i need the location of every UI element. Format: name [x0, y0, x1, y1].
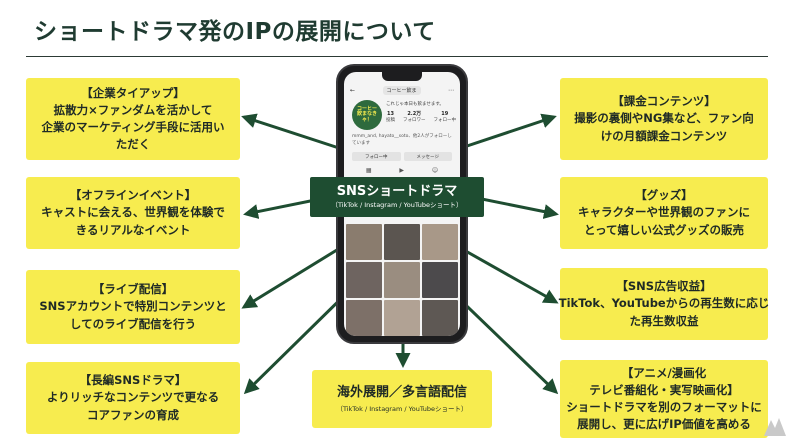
- sns-short-drama-label: SNSショートドラマ （TikTok / Instagram / YouTube…: [310, 177, 484, 217]
- post-thumbnail[interactable]: [346, 300, 382, 336]
- grid-tab-icon[interactable]: ▦: [365, 166, 372, 174]
- box-anime-manga: 【アニメ/漫画化 テレビ番組化・実写映画化】 ショートドラマを別のフォーマットに…: [560, 360, 768, 438]
- account-logo: コーヒー 飲まなき ゃ！: [352, 100, 382, 130]
- profile-tagline: これじゃ本日も飲ませます。: [386, 102, 444, 107]
- arrow-to-tieup: [241, 113, 346, 152]
- back-arrow-icon: ←: [350, 86, 356, 94]
- box-sns-ad-revenue: 【SNS広告収益】 TikTok、YouTubeからの再生数に応じ た再生数収益: [559, 268, 769, 340]
- post-thumbnail[interactable]: [422, 300, 458, 336]
- watermark-logo-icon: [764, 418, 786, 436]
- post-thumbnail[interactable]: [422, 224, 458, 260]
- stat-followers: 2.2万フォロワー: [403, 110, 426, 124]
- post-thumbnail[interactable]: [346, 262, 382, 298]
- reels-tab-icon[interactable]: ▶: [399, 166, 405, 174]
- post-thumbnail[interactable]: [422, 262, 458, 298]
- phone-notch: [382, 72, 422, 81]
- box-long-sns-drama: 【長編SNSドラマ】 よりリッチなコンテンツで更なる コアファンの育成: [26, 362, 240, 434]
- account-name-pill: コーヒー飲ま: [382, 85, 421, 95]
- box-offline-event: 【オフラインイベント】 キャストに会える、世界観を体験で きるリアルなイベント: [26, 177, 240, 249]
- arrow-to-ad-revenue: [454, 243, 559, 304]
- profile-tabs: ▦ ▶ ☺: [352, 165, 452, 175]
- title-divider: [26, 56, 768, 57]
- tagged-tab-icon[interactable]: ☺: [431, 166, 439, 174]
- post-thumbnail[interactable]: [384, 262, 420, 298]
- followed-by-text: mmm_and, hayato__soto、他2人がフォローしています: [352, 134, 452, 146]
- post-grid: [346, 224, 458, 336]
- post-thumbnail[interactable]: [384, 224, 420, 260]
- box-goods: 【グッズ】 キャラクターや世界観のファンに とって嬉しい公式グッズの販売: [560, 177, 768, 249]
- post-thumbnail[interactable]: [384, 300, 420, 336]
- message-button[interactable]: メッセージ: [403, 152, 452, 161]
- arrow-to-live: [241, 243, 346, 309]
- follow-button[interactable]: フォロー中: [352, 152, 401, 161]
- page-title: ショートドラマ発のIPの展開について: [34, 19, 436, 45]
- box-paid-content: 【課金コンテンツ】 撮影の裏側やNG集など、ファン向 けの月額課金コンテンツ: [560, 78, 768, 160]
- post-thumbnail[interactable]: [346, 224, 382, 260]
- box-corporate-tieup: 【企業タイアップ】 拡散力×ファンダムを活かして 企業のマーケティング手段に活用…: [26, 78, 240, 160]
- menu-icon: ⋯: [447, 86, 454, 94]
- account-logo-text: コーヒー 飲まなき ゃ！: [356, 105, 377, 123]
- arrow-to-paid-content: [454, 113, 557, 152]
- box-overseas-expansion: 海外展開／多言語配信 （TikTok / Instagram / YouTube…: [312, 370, 492, 428]
- profile-nav-bar: ← コーヒー飲ま ⋯: [350, 84, 454, 96]
- box-live-streaming: 【ライブ配信】 SNSアカウントで特別コンテンツと してのライブ配信を行う: [26, 270, 240, 344]
- profile-actions: フォロー中 メッセージ: [352, 152, 452, 161]
